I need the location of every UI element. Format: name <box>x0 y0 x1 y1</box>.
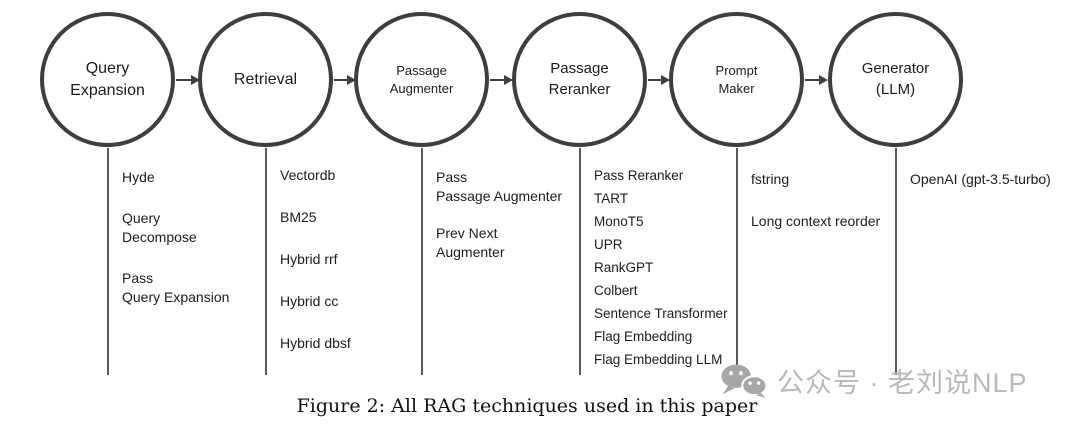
wechat-icon <box>718 363 770 403</box>
technique-item: Flag Embedding <box>594 329 693 344</box>
technique-item: Long context reorder <box>751 213 881 229</box>
technique-item: Flag Embedding LLM <box>594 352 723 367</box>
arrow-line <box>490 78 504 82</box>
stage-connector-line <box>736 148 738 375</box>
arrow-line <box>334 78 347 82</box>
stage-circle-passage-augmenter: Passage Augmenter <box>354 12 489 147</box>
technique-item: UPR <box>594 237 623 252</box>
watermark: 公众号 · 老刘说NLP <box>718 363 1028 403</box>
technique-item: BM25 <box>280 209 317 225</box>
flow-arrow-5 <box>805 73 828 87</box>
arrow-line <box>648 78 661 82</box>
arrow-head-icon <box>191 75 200 85</box>
arrow-head-icon <box>661 75 670 85</box>
technique-item: Pass Passage Augmenter <box>436 169 563 204</box>
technique-item: MonoT5 <box>594 214 644 229</box>
stage-circle-prompt-maker: Prompt Maker <box>669 12 804 147</box>
stage-label: Prompt Maker <box>715 62 758 96</box>
figure-caption: Figure 2: All RAG techniques used in thi… <box>296 395 758 417</box>
flow-arrow-2 <box>334 73 356 87</box>
technique-item: Sentence Transformer <box>594 306 728 321</box>
stage-circle-generator-llm: Generator (LLM) <box>828 12 963 147</box>
arrow-head-icon <box>819 75 828 85</box>
stage-label: Passage Augmenter <box>389 62 454 96</box>
stage-connector-line <box>107 148 109 375</box>
stage-label: Retrieval <box>233 70 298 88</box>
technique-item: TART <box>594 191 629 206</box>
stage-circle-retrieval: Retrieval <box>198 12 333 147</box>
technique-item: Pass Reranker <box>594 168 684 183</box>
technique-item: Prev Next Augmenter <box>436 225 505 260</box>
stage-circle-query-expansion: Query Expansion <box>40 12 175 147</box>
technique-item: OpenAI (gpt-3.5-turbo) <box>910 171 1051 187</box>
stage-circle-passage-reranker: Passage Reranker <box>512 12 647 147</box>
arrow-head-icon <box>347 75 356 85</box>
stage-connector-line <box>579 148 581 375</box>
stage-label: Generator (LLM) <box>861 60 930 98</box>
stage-label: Query Expansion <box>70 59 145 99</box>
technique-item: Query Decompose <box>122 210 197 245</box>
stage-label: Passage Reranker <box>548 60 611 98</box>
technique-item: Colbert <box>594 283 638 298</box>
arrow-head-icon <box>504 75 513 85</box>
technique-item: Vectordb <box>280 167 336 183</box>
watermark-text: 公众号 · 老刘说NLP <box>777 367 1028 398</box>
arrow-line <box>805 78 819 82</box>
flow-arrow-3 <box>490 73 513 87</box>
flow-arrow-1 <box>176 73 200 87</box>
stage-connector-line <box>895 148 897 375</box>
technique-item: Hyde <box>122 169 155 185</box>
stage-item-list: OpenAI (gpt-3.5-turbo) <box>910 170 1080 189</box>
arrow-line <box>176 78 191 82</box>
technique-item: Pass Query Expansion <box>122 270 230 305</box>
technique-item: Hybrid rrf <box>280 251 338 267</box>
technique-item: Hybrid cc <box>280 293 339 309</box>
stage-connector-line <box>421 148 423 375</box>
technique-item: fstring <box>751 171 790 187</box>
technique-item: RankGPT <box>594 260 654 275</box>
flow-arrow-4 <box>648 73 670 87</box>
stage-connector-line <box>265 148 267 375</box>
technique-item: Hybrid dbsf <box>280 335 351 351</box>
